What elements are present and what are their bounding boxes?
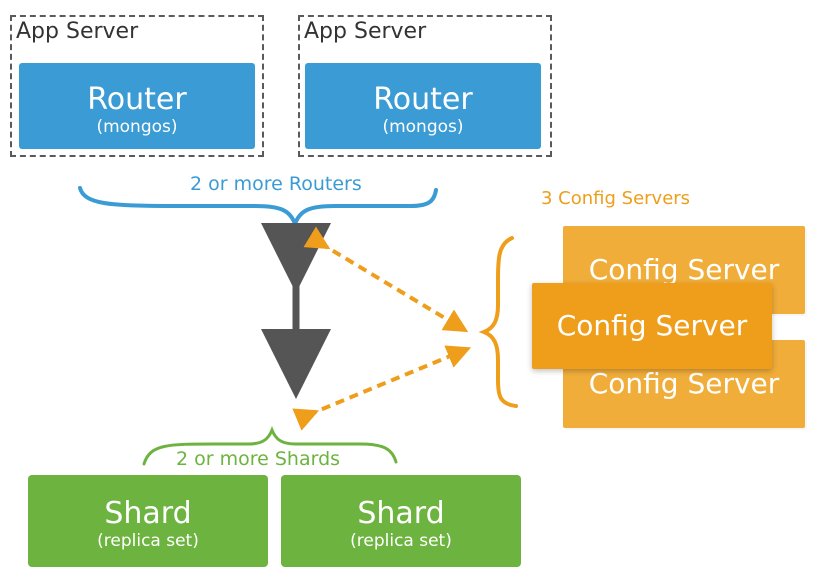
app-server-label: App Server — [16, 19, 139, 44]
routers-label: 2 or more Routers — [190, 173, 362, 195]
app-server-2: App Server Router (mongos) — [298, 15, 552, 157]
shard-subtitle: (replica set) — [97, 531, 199, 551]
shard-box-2: Shard (replica set) — [281, 475, 521, 567]
shards-brace — [142, 425, 398, 466]
shard-box-1: Shard (replica set) — [28, 475, 268, 567]
shards-label: 2 or more Shards — [176, 448, 341, 470]
app-server-label: App Server — [304, 19, 427, 44]
config-brace — [478, 236, 518, 408]
router-config-arrow — [303, 226, 469, 333]
shard-title: Shard — [357, 496, 445, 531]
config-server-front: Config Server — [532, 283, 772, 369]
router-subtitle: (mongos) — [96, 117, 178, 137]
shard-title: Shard — [104, 496, 192, 531]
shard-config-arrow — [292, 345, 472, 431]
router-box-1: Router (mongos) — [19, 63, 255, 149]
config-servers-label: 3 Config Servers — [541, 188, 691, 209]
router-title: Router — [87, 82, 187, 117]
router-subtitle: (mongos) — [382, 117, 464, 137]
app-server-1: App Server Router (mongos) — [10, 15, 264, 157]
router-box-2: Router (mongos) — [305, 63, 541, 149]
routers-brace — [78, 186, 438, 230]
router-title: Router — [373, 82, 473, 117]
shard-subtitle: (replica set) — [350, 531, 452, 551]
